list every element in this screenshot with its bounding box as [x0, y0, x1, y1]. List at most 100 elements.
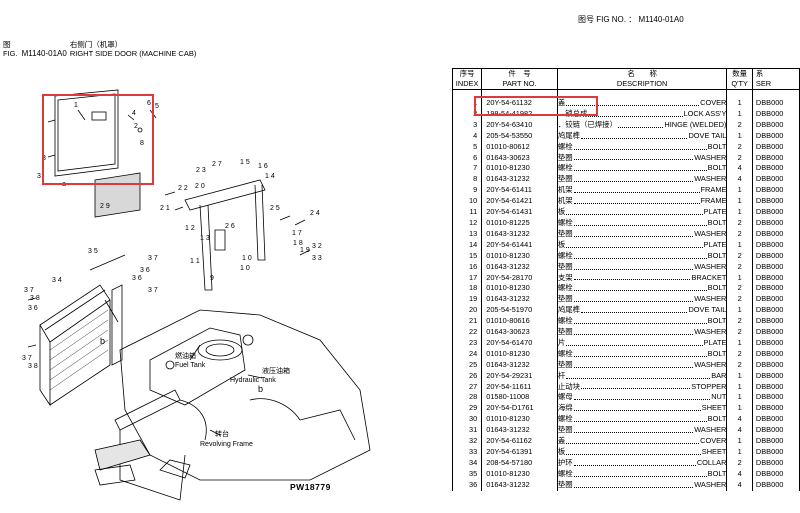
svg-text:Fuel Tank: Fuel Tank — [175, 362, 206, 369]
row-qty: 1 — [726, 130, 753, 142]
desc-cn: 螺栓 — [557, 468, 573, 478]
row-serial: DBB000 — [752, 283, 800, 295]
svg-text:b: b — [258, 384, 263, 394]
svg-text:3 3: 3 3 — [312, 255, 322, 262]
svg-text:5: 5 — [155, 103, 159, 110]
svg-text:2 6: 2 6 — [225, 223, 235, 230]
row-qty: 1 — [726, 185, 753, 197]
row-serial: DBB000 — [752, 305, 800, 317]
desc-en: WASHER — [694, 228, 727, 238]
row-serial: DBB000 — [752, 130, 800, 142]
row-qty: 1 — [726, 447, 753, 458]
row-index: 23 — [451, 337, 483, 349]
row-serial: DBB000 — [752, 348, 800, 360]
row-serial: DBB000 — [752, 261, 800, 273]
row-index: 17 — [451, 272, 483, 284]
row-qty: 2 — [726, 152, 753, 164]
row-index: 6 — [451, 152, 483, 164]
row-serial: DBB000 — [752, 370, 800, 382]
row-part-no: 20Y-54-28170 — [481, 272, 558, 284]
row-index: 26 — [451, 370, 483, 382]
row-index: 9 — [451, 185, 483, 197]
row-qty: 2 — [726, 261, 753, 273]
row-part-no: 20Y-54-61411 — [481, 185, 558, 197]
desc-en: BRACKET — [691, 272, 727, 282]
desc-en: STOPPER — [691, 381, 727, 391]
row-part-no: 01010-81230 — [481, 348, 558, 360]
row-qty: 1 — [726, 196, 753, 208]
row-qty: 2 — [726, 327, 753, 338]
desc-en: PLATE — [703, 337, 727, 347]
row-part-no: 20Y-54-61431 — [481, 207, 558, 218]
svg-text:3 8: 3 8 — [30, 295, 40, 302]
desc-cn: 垫圈 — [557, 425, 573, 435]
row-part-no: 20Y-54-61470 — [481, 337, 558, 349]
svg-text:1: 1 — [74, 102, 78, 109]
desc-cn: 机架 — [557, 196, 573, 206]
desc-en: FRAME — [700, 185, 727, 195]
row-index: 14 — [451, 239, 483, 251]
desc-en: BOLT — [707, 414, 727, 424]
row-qty: 1 — [726, 272, 753, 284]
fig-label-en: FIG. — [3, 49, 18, 58]
row-serial: DBB000 — [752, 327, 800, 338]
row-index: 33 — [451, 447, 483, 458]
row-index: 16 — [451, 261, 483, 273]
desc-en: DOVE TAIL — [688, 305, 727, 315]
desc-en: WASHER — [694, 359, 727, 369]
row-qty: 4 — [726, 479, 753, 491]
row-index: 10 — [451, 196, 483, 208]
row-part-no: 205-54-51970 — [481, 305, 558, 317]
desc-en: WASHER — [694, 327, 727, 337]
row-index: 25 — [451, 359, 483, 371]
row-serial: DBB000 — [752, 152, 800, 164]
row-part-no: 01010-81225 — [481, 217, 558, 229]
desc-cn: 盖 — [557, 98, 566, 107]
row-serial: DBB000 — [752, 98, 800, 109]
row-index: 3 — [451, 119, 483, 131]
row-part-no: 20Y-54-61421 — [481, 196, 558, 208]
svg-text:燃油箱: 燃油箱 — [175, 351, 196, 360]
cover-door-shape — [54, 89, 119, 177]
row-qty: 2 — [726, 217, 753, 229]
row-qty: 4 — [726, 163, 753, 175]
fig-number: M1140-01A0 — [21, 49, 67, 58]
row-index: 32 — [451, 436, 483, 447]
desc-en: COLLAR — [696, 457, 727, 467]
row-serial: DBB000 — [752, 294, 800, 306]
desc-cn: 螺栓 — [557, 316, 573, 326]
svg-text:2 2: 2 2 — [178, 185, 188, 192]
row-part-no: 01010-80616 — [481, 316, 558, 328]
desc-en: BOLT — [707, 163, 727, 173]
desc-cn: 支架 — [557, 272, 573, 282]
svg-text:8: 8 — [140, 140, 144, 147]
svg-text:2 0: 2 0 — [195, 183, 205, 190]
row-serial: DBB000 — [752, 468, 800, 480]
